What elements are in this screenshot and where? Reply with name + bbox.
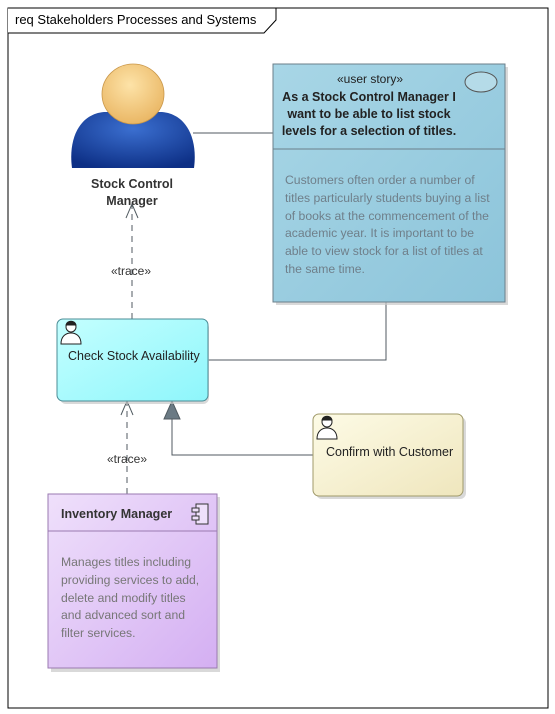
actor-head [101,63,165,125]
component-body-line3: delete and modify titles [61,590,186,605]
inventory-component-box[interactable] [47,493,220,672]
user-story-body-line6: the same time. [285,261,365,276]
generalization-link [171,419,313,456]
user-story-title: As a Stock Control Manager I want to be … [276,89,462,140]
trace-label: «trace» [111,264,152,278]
user-story-title-line3: levels for a selection of titles. [281,124,457,138]
user-story-title-line1: As a Stock Control Manager I [282,90,456,104]
user-story-body-line4: academic year. It is important to be [285,226,474,241]
component-body-line5: filter services. [61,626,136,641]
user-story-body-line3: of books at the commencement of the [285,208,489,223]
user-story-body-line1: Customers often order a number of [285,173,475,187]
user-story-oval-icon [464,71,498,93]
confirm-label: Confirm with Customer [326,445,454,459]
actor-body [71,112,195,168]
actor-name: Stock Control Manager [72,176,192,210]
frame-title: req Stakeholders Processes and Systems [15,12,257,27]
generalization-arrowhead [163,399,181,420]
trace-label: «trace» [107,452,148,466]
check-stock-label: Check Stock Availability [68,349,200,363]
actor-name-line2: Manager [106,194,158,208]
user-story-body-line2: titles particularly students buying a li… [285,190,490,205]
user-story-title-line2: want to be able to list stock [287,107,451,121]
component-title: Inventory Manager [61,507,173,521]
worker-icon [316,415,338,440]
confirm-box[interactable] [312,413,466,499]
actor-name-line1: Stock Control [91,177,173,191]
component-description: Manages titles including providing servi… [61,554,211,643]
user-story-description: Customers often order a number of titles… [285,172,501,279]
user-story-stereotype: «user story» [336,72,404,86]
worker-icon [60,320,82,345]
user-story-box[interactable] [272,63,508,305]
actor-stock-control-manager[interactable] [71,63,195,168]
frame-title-tab [8,7,277,34]
component-body-line1: Manages titles including [61,555,192,569]
component-icon [191,503,209,525]
user-story-body-line5: able to view stock for a list of titles … [285,244,483,259]
trace-arrowhead-1 [125,202,139,219]
check-story-link [208,302,387,361]
check-stock-box[interactable] [56,318,209,404]
component-body-line2: providing services to add, [61,572,200,587]
component-body-line4: and advanced sort and [61,608,185,623]
